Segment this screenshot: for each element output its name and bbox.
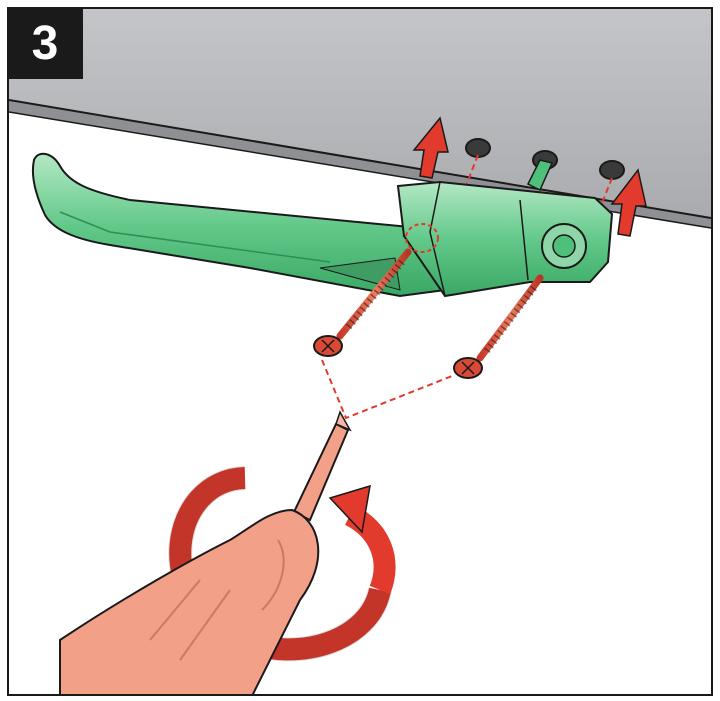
step-number-badge: 3 <box>7 7 83 79</box>
rotation-arrow-head-icon <box>330 486 385 590</box>
mounting-surface <box>9 9 711 228</box>
